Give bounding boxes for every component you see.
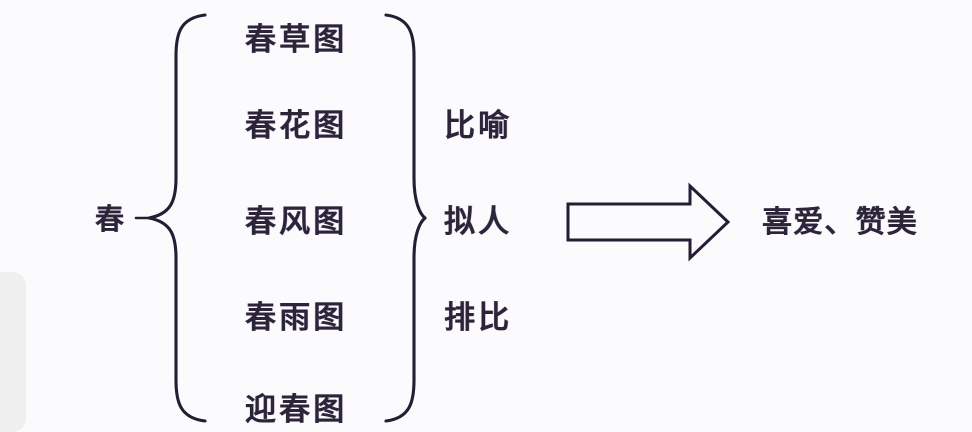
scene-item-1: 春草图 bbox=[245, 22, 348, 57]
device-item-1: 比喻 bbox=[444, 108, 513, 143]
root-topic-label: 春 bbox=[95, 204, 127, 236]
conclusion-label: 喜爱、赞美 bbox=[762, 206, 918, 239]
background-artifact bbox=[0, 272, 26, 432]
scene-item-2: 春花图 bbox=[245, 108, 348, 143]
device-item-2: 拟人 bbox=[444, 204, 513, 239]
device-item-3: 排比 bbox=[444, 300, 513, 335]
scene-item-4: 春雨图 bbox=[245, 300, 348, 335]
right-brace bbox=[384, 13, 427, 423]
left-brace bbox=[147, 13, 207, 423]
scene-item-3: 春风图 bbox=[245, 204, 348, 239]
right-arrow-icon bbox=[566, 182, 731, 262]
scene-item-5: 迎春图 bbox=[245, 392, 348, 427]
